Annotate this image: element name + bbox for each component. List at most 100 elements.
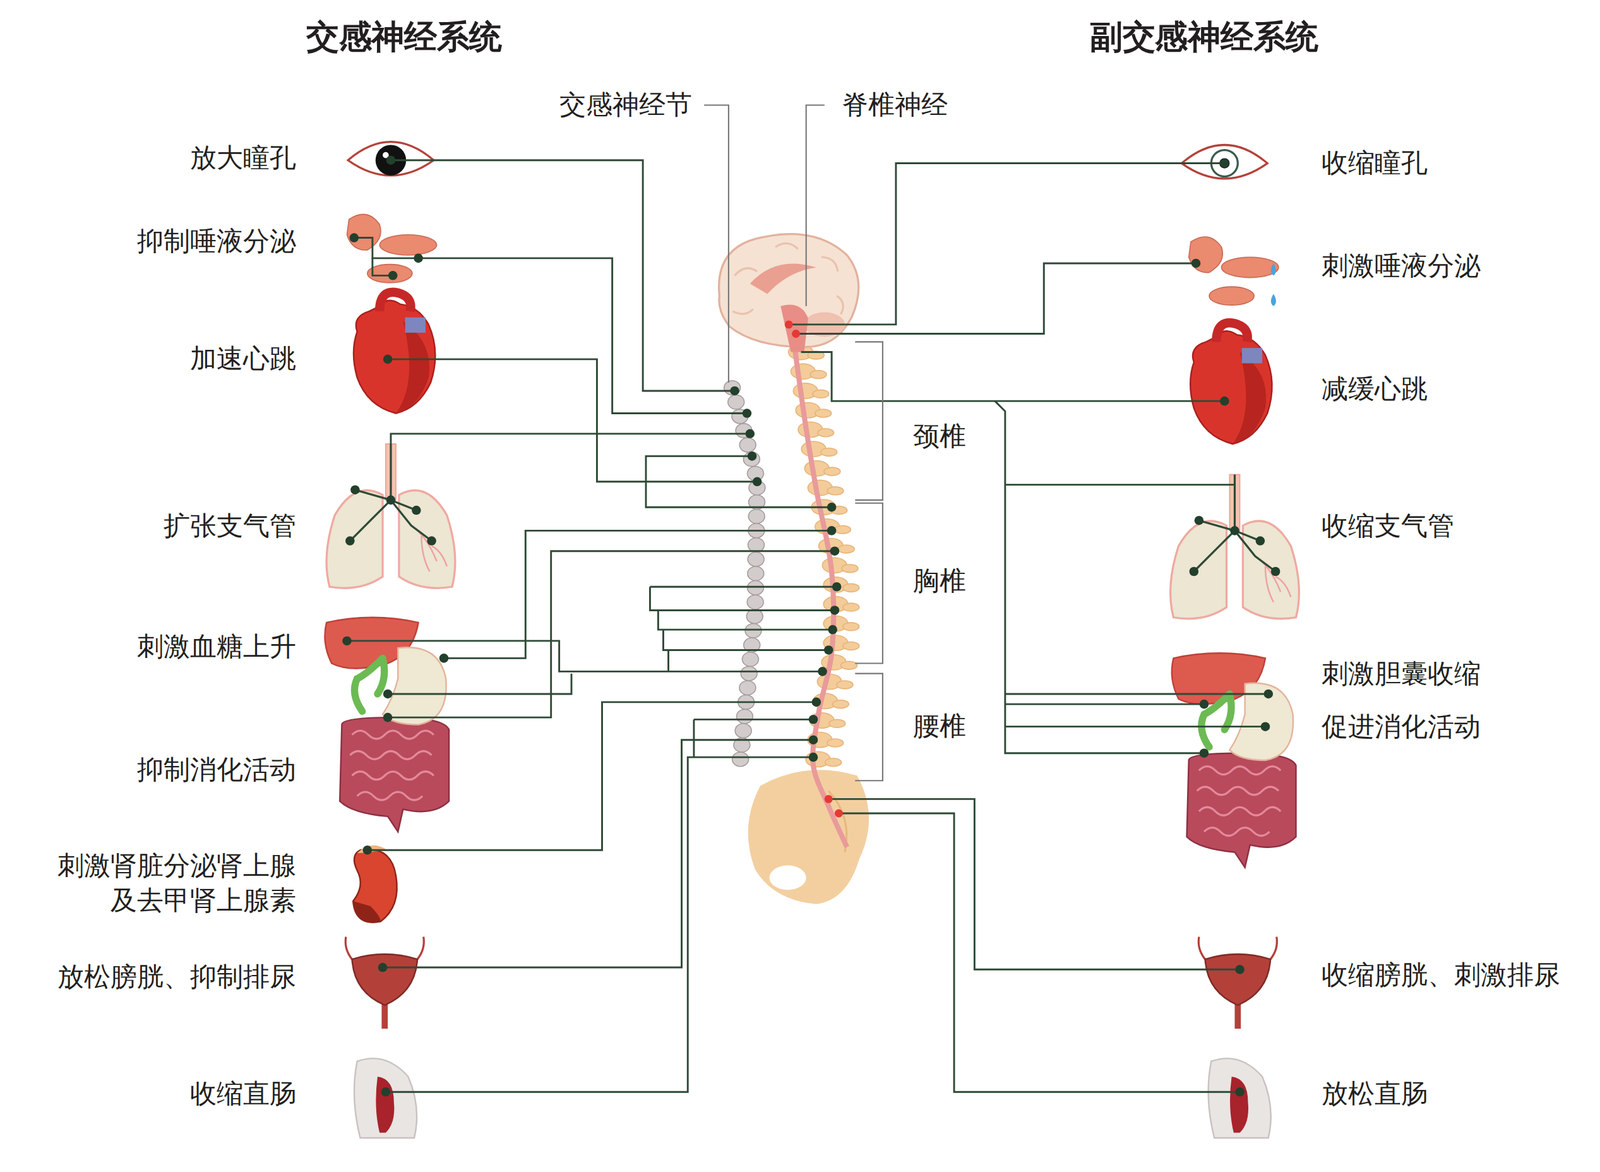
nerve-wire [645,455,832,508]
nerve-wire [1005,692,1269,695]
vertebra [842,622,860,631]
function-label: 刺激血糖上升 [137,629,297,665]
vertebra [834,525,852,534]
nerve-wire [346,640,823,672]
nerve-dot [830,605,840,615]
sympathetic-ganglion-chain [739,437,756,453]
vertebra [827,738,844,747]
origin-dot [791,329,800,338]
sympathetic-ganglion-chain [739,680,756,696]
salivary-gland-icon [346,214,437,283]
saliva-drop [1271,263,1277,307]
nerve-dot [747,451,758,461]
nerve-dot [827,502,837,513]
nerve-dot [1199,699,1210,710]
region-bracket [854,503,883,664]
vertebra [815,409,832,418]
nerve-wire [1005,703,1205,706]
pelvis [748,769,869,905]
sympathetic-ganglion-chain [724,380,766,767]
region-bracket [854,341,883,500]
region-bracket [854,341,883,781]
rectum-icon [1208,1058,1272,1138]
vertebra [820,447,838,456]
nerve-dot [827,525,837,536]
region-bracket [854,673,883,782]
nerve-wire [387,673,572,694]
vertebra-region-label: 腰椎 [913,709,967,744]
nerve-dot [342,155,1273,1097]
origin-dot [824,794,833,804]
origin-dot [784,320,794,329]
vertebra [829,719,846,728]
nerve-dot [745,429,756,439]
spinal-cord [793,341,847,847]
nerve-wire [387,359,758,482]
nerve-dot [383,354,393,365]
vertebra [842,583,860,592]
sympathetic-ganglion-chain [736,709,754,724]
digestive-organs-icon [324,617,449,832]
rectum-icon [354,1058,417,1138]
vertebra [825,758,842,767]
vertebra [837,544,855,554]
nerve-dot [827,625,838,635]
function-label: 减缓心跳 [1321,372,1428,408]
function-label: 抑制消化活动 [137,753,297,789]
nerve-wire [828,798,1240,970]
vertebra [841,564,859,573]
nerve-dot [383,712,393,723]
nerve-dot [381,1087,391,1097]
structure-label: 脊椎神经 [841,87,948,123]
vertebra [788,344,860,767]
vertebra [842,602,860,612]
origin-dot [834,809,843,818]
nerve-dot [363,845,373,855]
function-label: 加速心跳 [190,342,297,377]
nerve-wire [838,813,1240,1092]
nerve-wire [367,702,817,850]
nerve-wire [390,160,735,391]
heart-icon [353,292,436,414]
nerve-wire [382,740,814,968]
nerve-wire [346,160,1268,1092]
leader-line [704,104,729,383]
nerve-wire [387,551,835,718]
pelvis [769,865,807,890]
nerve-dot [1199,748,1210,758]
saliva-drop [1271,263,1277,276]
nerve-dot [342,636,352,646]
vertebra [817,428,835,437]
sympathetic-ganglion-chain [746,594,764,610]
sympathetic-ganglion-chain [748,537,765,553]
heart-icon [1190,322,1272,444]
vertebra [812,389,830,398]
nerve-wire [801,352,1225,402]
nerve-dot [1260,721,1271,732]
eye-icon [347,142,434,176]
vertebra-region-label: 胸椎 [913,564,967,600]
nerve-dot [817,666,828,677]
nerve-wire [662,629,829,650]
system-heading: 副交感神经系统 [1089,16,1319,59]
kidney-icon [352,845,397,923]
nerve-dot [808,714,819,725]
function-label: 收缩直肠 [190,1076,297,1112]
nerve-wire [443,530,832,658]
nerve-wire [692,719,695,758]
nerve-dot [811,697,822,708]
bladder-icon [345,937,424,1029]
nerve-wire [385,757,814,1092]
nerve-dot [808,752,819,763]
brain [732,243,843,314]
vertebra [823,467,841,476]
function-label: 刺激唾液分泌 [1321,248,1481,284]
nerve-wire [354,238,419,259]
sympathetic-ganglion-chain [732,752,749,767]
vertebra [827,486,844,496]
function-label: 收缩支气管 [1321,509,1455,545]
nerve-dot [1219,158,1230,168]
function-label: 收缩瞳孔 [1321,145,1428,181]
